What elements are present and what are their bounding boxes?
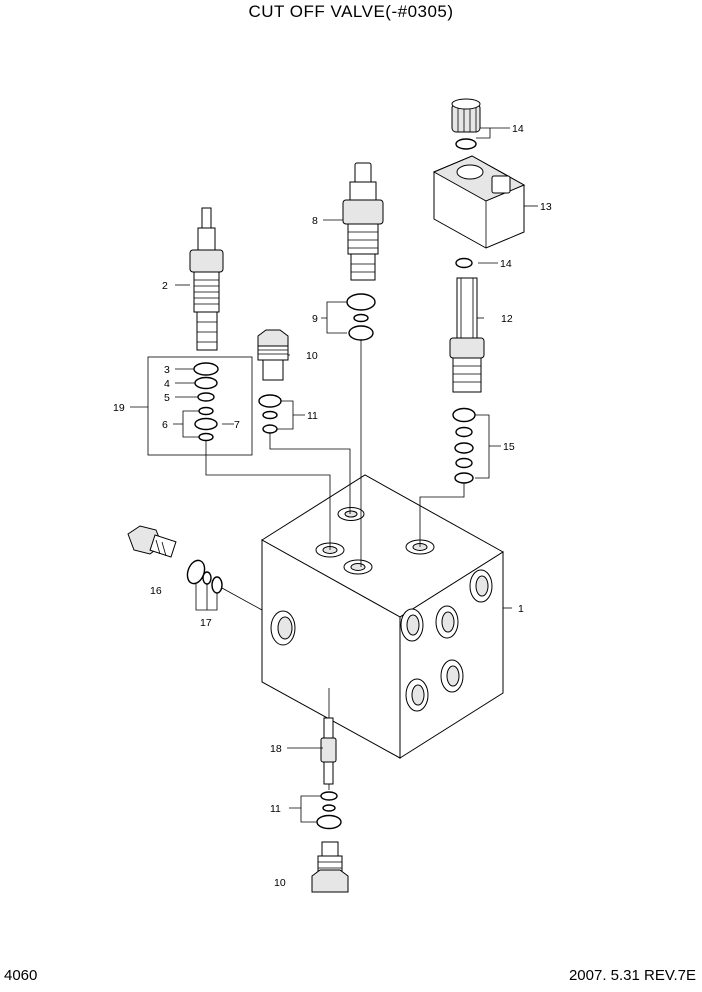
callout-5: 5 (164, 392, 170, 404)
solenoid-coil-13[interactable] (432, 155, 526, 249)
plug-10-lower[interactable] (311, 841, 349, 893)
plug-10-upper[interactable] (257, 329, 289, 381)
callout-labels: 1 2 3 4 5 6 7 8 9 10 10 11 11 12 13 14 1… (113, 123, 552, 889)
callout-8: 8 (312, 215, 318, 227)
solenoid-cartridge-12[interactable] (449, 277, 485, 393)
callout-1: 1 (518, 603, 524, 615)
diagram-title: CUT OFF VALVE(-#0305) (248, 2, 454, 21)
callout-4: 4 (164, 378, 170, 390)
callout-10-upper: 10 (306, 350, 318, 362)
callout-12: 12 (501, 313, 513, 325)
valve-block[interactable] (261, 474, 504, 759)
callout-9: 9 (312, 313, 318, 325)
plug-16[interactable] (127, 525, 177, 558)
callout-19: 19 (113, 402, 125, 414)
callout-3: 3 (164, 364, 170, 376)
cartridge-valve-2[interactable] (189, 207, 224, 351)
leader-lines (130, 127, 538, 823)
revision-date: 2007. 5.31 REV.7E (568, 967, 696, 984)
cartridge-valve-8[interactable] (342, 162, 384, 281)
callout-6: 6 (162, 419, 168, 431)
callout-15: 15 (503, 441, 515, 453)
callout-7: 7 (234, 419, 240, 431)
callout-10-lower: 10 (274, 877, 286, 889)
callout-14-lower: 14 (500, 258, 512, 270)
callout-16: 16 (150, 585, 162, 597)
callout-18: 18 (270, 743, 282, 755)
callout-17: 17 (200, 617, 212, 629)
pin-18[interactable] (320, 717, 337, 785)
page-number: 4060 (4, 967, 38, 984)
callout-13: 13 (540, 201, 552, 213)
callout-11-lower: 11 (270, 803, 281, 815)
coil-nut-14[interactable] (451, 98, 481, 133)
callout-14-upper: 14 (512, 123, 524, 135)
callout-2: 2 (162, 280, 168, 292)
callout-11-upper: 11 (307, 410, 318, 422)
